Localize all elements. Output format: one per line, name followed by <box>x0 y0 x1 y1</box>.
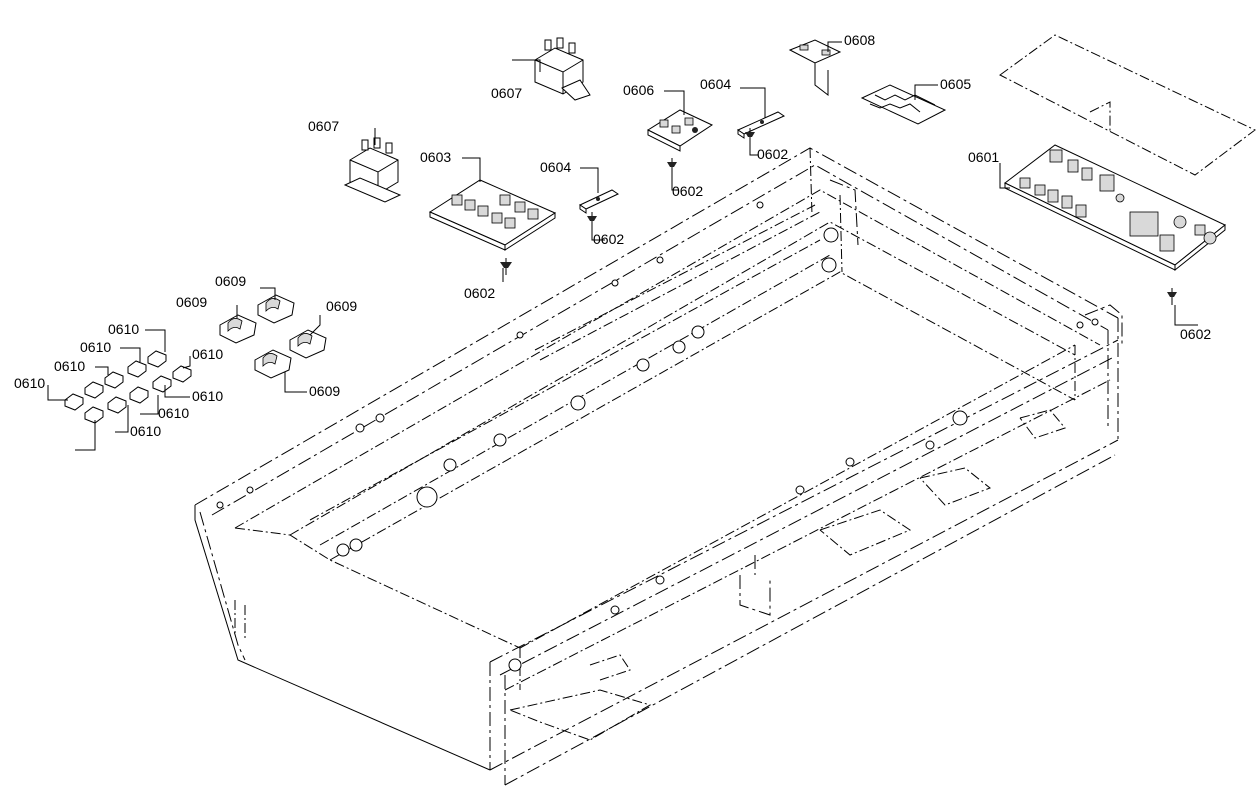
label-0610-h: 0610 <box>130 423 161 439</box>
label-0607-a: 0607 <box>308 118 339 134</box>
label-0609-c: 0609 <box>326 298 357 314</box>
label-0610-e: 0610 <box>192 388 223 404</box>
label-0609-d: 0609 <box>309 383 340 399</box>
label-0609-a: 0609 <box>176 294 207 310</box>
label-0602-b: 0602 <box>593 231 624 247</box>
leader-lines <box>47 41 1198 451</box>
sensor-strip-0604-a <box>578 189 620 214</box>
label-0610-b: 0610 <box>80 339 111 355</box>
bracket-0605 <box>860 84 947 125</box>
sensor-strip-0604-b <box>736 111 786 139</box>
label-0601: 0601 <box>968 149 999 165</box>
label-0609-b: 0609 <box>215 273 246 289</box>
label-0610-a: 0610 <box>108 321 139 337</box>
control-board-0601 <box>1004 144 1226 272</box>
label-0610-d: 0610 <box>192 346 223 362</box>
chassis-holes <box>216 201 1099 672</box>
clip-0609-c <box>289 329 327 359</box>
label-0602-right: 0602 <box>1180 326 1211 342</box>
small-clips-0610 <box>64 350 192 424</box>
transformer-0607-b <box>534 37 591 101</box>
label-0610-f: 0610 <box>14 375 45 391</box>
screw-0602-c <box>667 158 677 175</box>
screw-0602-b <box>587 212 597 228</box>
clip-0609-b <box>257 294 295 324</box>
small-board-0606 <box>646 109 714 152</box>
relay-board-0603 <box>428 179 557 251</box>
callout-labels: 0601 0602 0602 0602 0602 0602 0603 0604 … <box>14 32 1211 439</box>
screw-0602-e <box>1167 288 1177 305</box>
transformer-0607-a <box>343 137 402 203</box>
label-0602-c: 0602 <box>672 183 703 199</box>
label-0610-g: 0610 <box>158 405 189 421</box>
label-0608: 0608 <box>844 32 875 48</box>
clip-0609-a <box>219 314 257 344</box>
label-0602-d: 0602 <box>757 146 788 162</box>
label-0607-b: 0607 <box>491 85 522 101</box>
label-0610-c: 0610 <box>54 358 85 374</box>
clip-0609-d <box>254 349 292 379</box>
chassis-frame <box>194 147 1123 786</box>
label-0604-a: 0604 <box>540 159 571 175</box>
board-cover-plate <box>999 34 1256 176</box>
label-0602-a: 0602 <box>464 285 495 301</box>
label-0605: 0605 <box>940 76 971 92</box>
screw-0602-d <box>745 128 755 144</box>
label-0604-b: 0604 <box>700 76 731 92</box>
label-0603: 0603 <box>420 149 451 165</box>
screw-0602-a <box>500 258 512 275</box>
label-0606: 0606 <box>623 82 654 98</box>
bracket-0608 <box>788 39 842 97</box>
